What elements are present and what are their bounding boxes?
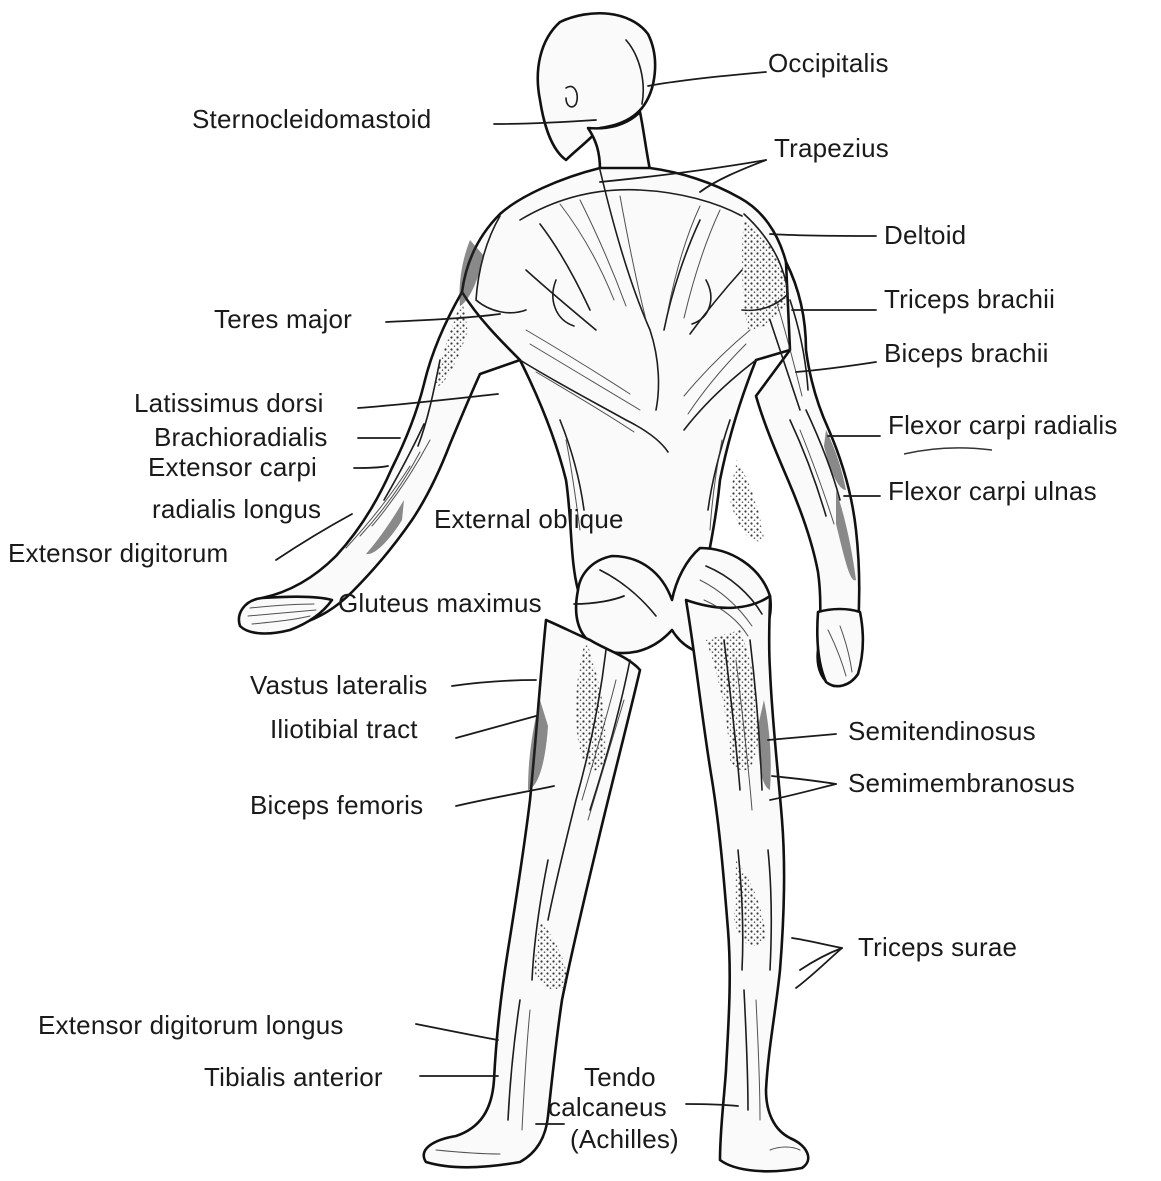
- label-extensor-digitorum-longus: Extensor digitorum longus: [38, 1010, 344, 1040]
- leader-iliotibial-tract: [456, 716, 536, 738]
- label-semimembranosus: Semimembranosus: [848, 768, 1075, 798]
- right-hand: [817, 609, 863, 686]
- label-latissimus-dorsi: Latissimus dorsi: [134, 388, 324, 418]
- label-sternocleidomastoid: Sternocleidomastoid: [192, 104, 431, 134]
- label-tendo: Tendo: [584, 1062, 656, 1092]
- label-biceps-femoris: Biceps femoris: [250, 790, 423, 820]
- label-calcaneus: calcaneus: [548, 1092, 667, 1122]
- leader-triceps-surae-1: [792, 938, 842, 948]
- flexor-underline: [904, 448, 992, 454]
- label-deltoid: Deltoid: [884, 220, 966, 250]
- label-triceps-brachii: Triceps brachii: [884, 284, 1055, 314]
- label-flexor-carpi-ulnas: Flexor carpi ulnas: [888, 476, 1097, 506]
- label-triceps-surae: Triceps surae: [858, 932, 1017, 962]
- leader-vastus-lateralis: [452, 680, 536, 686]
- leader-extensor-carpi: [354, 466, 388, 468]
- label-extensor-digitorum: Extensor digitorum: [8, 538, 228, 568]
- leader-semitendinosus: [768, 734, 836, 740]
- label-biceps-brachii: Biceps brachii: [884, 338, 1049, 368]
- label-trapezius: Trapezius: [774, 133, 889, 163]
- label-flexor-carpi-radialis: Flexor carpi radialis: [888, 410, 1118, 440]
- label-occipitalis: Occipitalis: [768, 48, 889, 78]
- label-achilles: (Achilles): [570, 1124, 679, 1154]
- label-external-oblique: External oblique: [434, 504, 624, 534]
- label-iliotibial-tract: Iliotibial tract: [270, 714, 418, 744]
- label-gluteus-maximus: Gluteus maximus: [338, 588, 542, 618]
- label-radialis-longus: radialis longus: [152, 494, 321, 524]
- label-tibialis-anterior: Tibialis anterior: [204, 1062, 383, 1092]
- label-teres-major: Teres major: [214, 304, 352, 334]
- leader-extensor-digitorum-longus: [416, 1024, 498, 1040]
- leader-semimembranosus-1: [772, 776, 836, 784]
- label-extensor-carpi: Extensor carpi: [148, 452, 317, 482]
- leader-deltoid: [770, 234, 876, 236]
- label-semitendinosus: Semitendinosus: [848, 716, 1036, 746]
- label-brachioradialis: Brachioradialis: [154, 422, 328, 452]
- label-vastus-lateralis: Vastus lateralis: [250, 670, 428, 700]
- leader-occipitalis: [648, 72, 766, 86]
- body-figure: [239, 13, 863, 1171]
